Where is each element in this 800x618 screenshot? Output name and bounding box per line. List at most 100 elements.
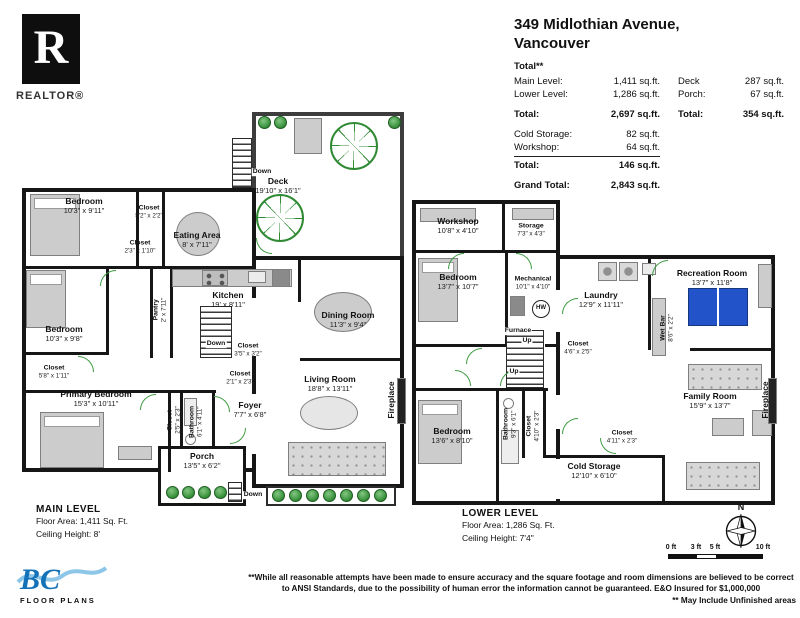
scale-tick-label: 5 ft bbox=[709, 544, 721, 551]
room-name: Closet bbox=[611, 429, 633, 437]
room-dims: 18'8" x 13'11" bbox=[307, 383, 353, 393]
bed-pillow bbox=[44, 416, 100, 427]
shelf-icon bbox=[758, 264, 772, 308]
room-dims: 13'7" x 11'8" bbox=[691, 277, 733, 287]
room-dims: 10'8" x 4'10" bbox=[437, 225, 479, 235]
area-value: 2,843 sq.ft. bbox=[610, 180, 660, 192]
area-total-row: Total:354 sq.ft. bbox=[678, 108, 784, 121]
area-value: 287 sq.ft. bbox=[744, 75, 784, 87]
room-name: Cold Storage bbox=[567, 461, 621, 472]
level-floor-area: Floor Area: 1,286 Sq. Ft. bbox=[462, 520, 555, 530]
room-dims: 15'9" x 13'7" bbox=[689, 400, 731, 410]
bed-pillow bbox=[422, 404, 458, 415]
wall bbox=[106, 266, 109, 355]
shelf-icon bbox=[512, 208, 554, 220]
wall bbox=[22, 390, 216, 393]
area-label: Workshop: bbox=[514, 141, 560, 153]
wall bbox=[648, 255, 651, 350]
room-name: Primary Bedroom bbox=[60, 389, 132, 400]
room-dims: 2' x 7'11" bbox=[160, 297, 168, 323]
bed-pillow bbox=[30, 274, 62, 285]
room-name: Closet bbox=[525, 415, 533, 437]
wall bbox=[180, 392, 183, 448]
plant-icon bbox=[357, 489, 370, 502]
area-label: Main Level: bbox=[514, 75, 563, 87]
room-dims: 10'1" x 4'10" bbox=[515, 283, 551, 291]
area-label: Total: bbox=[514, 160, 540, 172]
room-name: Wet Bar bbox=[659, 315, 667, 341]
divider bbox=[514, 156, 660, 158]
room-name: Foyer bbox=[238, 400, 262, 411]
room-name: Eating Area bbox=[173, 230, 221, 241]
area-total-row: Total:146 sq.ft. bbox=[514, 159, 660, 172]
wall bbox=[545, 344, 560, 347]
area-label: Porch: bbox=[678, 88, 706, 100]
area-row: Cold Storage:82 sq.ft. bbox=[514, 128, 660, 141]
patio-umbrella-icon bbox=[330, 122, 378, 170]
plant-icon bbox=[289, 489, 302, 502]
wall-opening bbox=[553, 459, 563, 499]
room-label-fireplace: Fireplace bbox=[760, 381, 771, 419]
room-name: Storage bbox=[518, 222, 544, 230]
room-name: Closet bbox=[166, 409, 174, 431]
bed-icon bbox=[418, 400, 462, 464]
wall bbox=[170, 266, 173, 358]
room-name: Porch bbox=[189, 451, 215, 462]
toilet-icon bbox=[185, 434, 196, 445]
room-name: Closet bbox=[43, 364, 65, 372]
scale-bar-segments bbox=[668, 554, 763, 559]
compass-north-label: N bbox=[738, 502, 745, 512]
room-name: Kitchen bbox=[212, 290, 244, 301]
wall bbox=[298, 256, 301, 302]
realtor-monogram: R bbox=[33, 21, 69, 74]
room-name: Mechanical bbox=[514, 275, 552, 283]
room-dims: 13'6" x 8'10" bbox=[431, 435, 473, 445]
disclaimer: **While all reasonable attempts have bee… bbox=[246, 572, 796, 606]
room-name: Bedroom bbox=[65, 196, 103, 207]
bc-monogram: BC bbox=[19, 563, 61, 596]
room-name: Pantry bbox=[152, 299, 160, 321]
room-name: Bathroom bbox=[188, 405, 196, 439]
wall bbox=[496, 388, 499, 502]
room-dims: 2'3" x 1'10" bbox=[124, 247, 156, 255]
stairs-direction: Up bbox=[521, 337, 533, 345]
room-dims: 7'3" x 4'3" bbox=[517, 230, 545, 238]
area-value: 1,411 sq.ft. bbox=[613, 75, 660, 87]
room-dims: 19' x 8'11" bbox=[211, 299, 245, 309]
rug-icon bbox=[300, 396, 358, 430]
wall-opening bbox=[553, 290, 563, 332]
room-name: Fireplace bbox=[760, 381, 771, 419]
bc-floorplans-logo-icon: BC bbox=[16, 563, 108, 596]
wall bbox=[162, 188, 165, 269]
stove-icon bbox=[202, 270, 228, 286]
wall bbox=[412, 344, 508, 347]
level-ceiling-height: Ceiling Height: 7'4" bbox=[462, 532, 534, 543]
ping-pong-net bbox=[717, 287, 719, 327]
furnace-icon bbox=[510, 296, 525, 316]
room-dims: 12'9" x 11'11" bbox=[578, 299, 624, 309]
area-row: Main Level: 1,411 sq.ft. bbox=[514, 75, 660, 88]
sink-icon bbox=[248, 271, 266, 283]
wall bbox=[168, 390, 171, 472]
stairs-main bbox=[200, 306, 232, 358]
scale-tick-label: 10 ft bbox=[755, 544, 771, 551]
bathtub-icon bbox=[184, 398, 197, 426]
coffee-table-icon bbox=[712, 418, 744, 436]
